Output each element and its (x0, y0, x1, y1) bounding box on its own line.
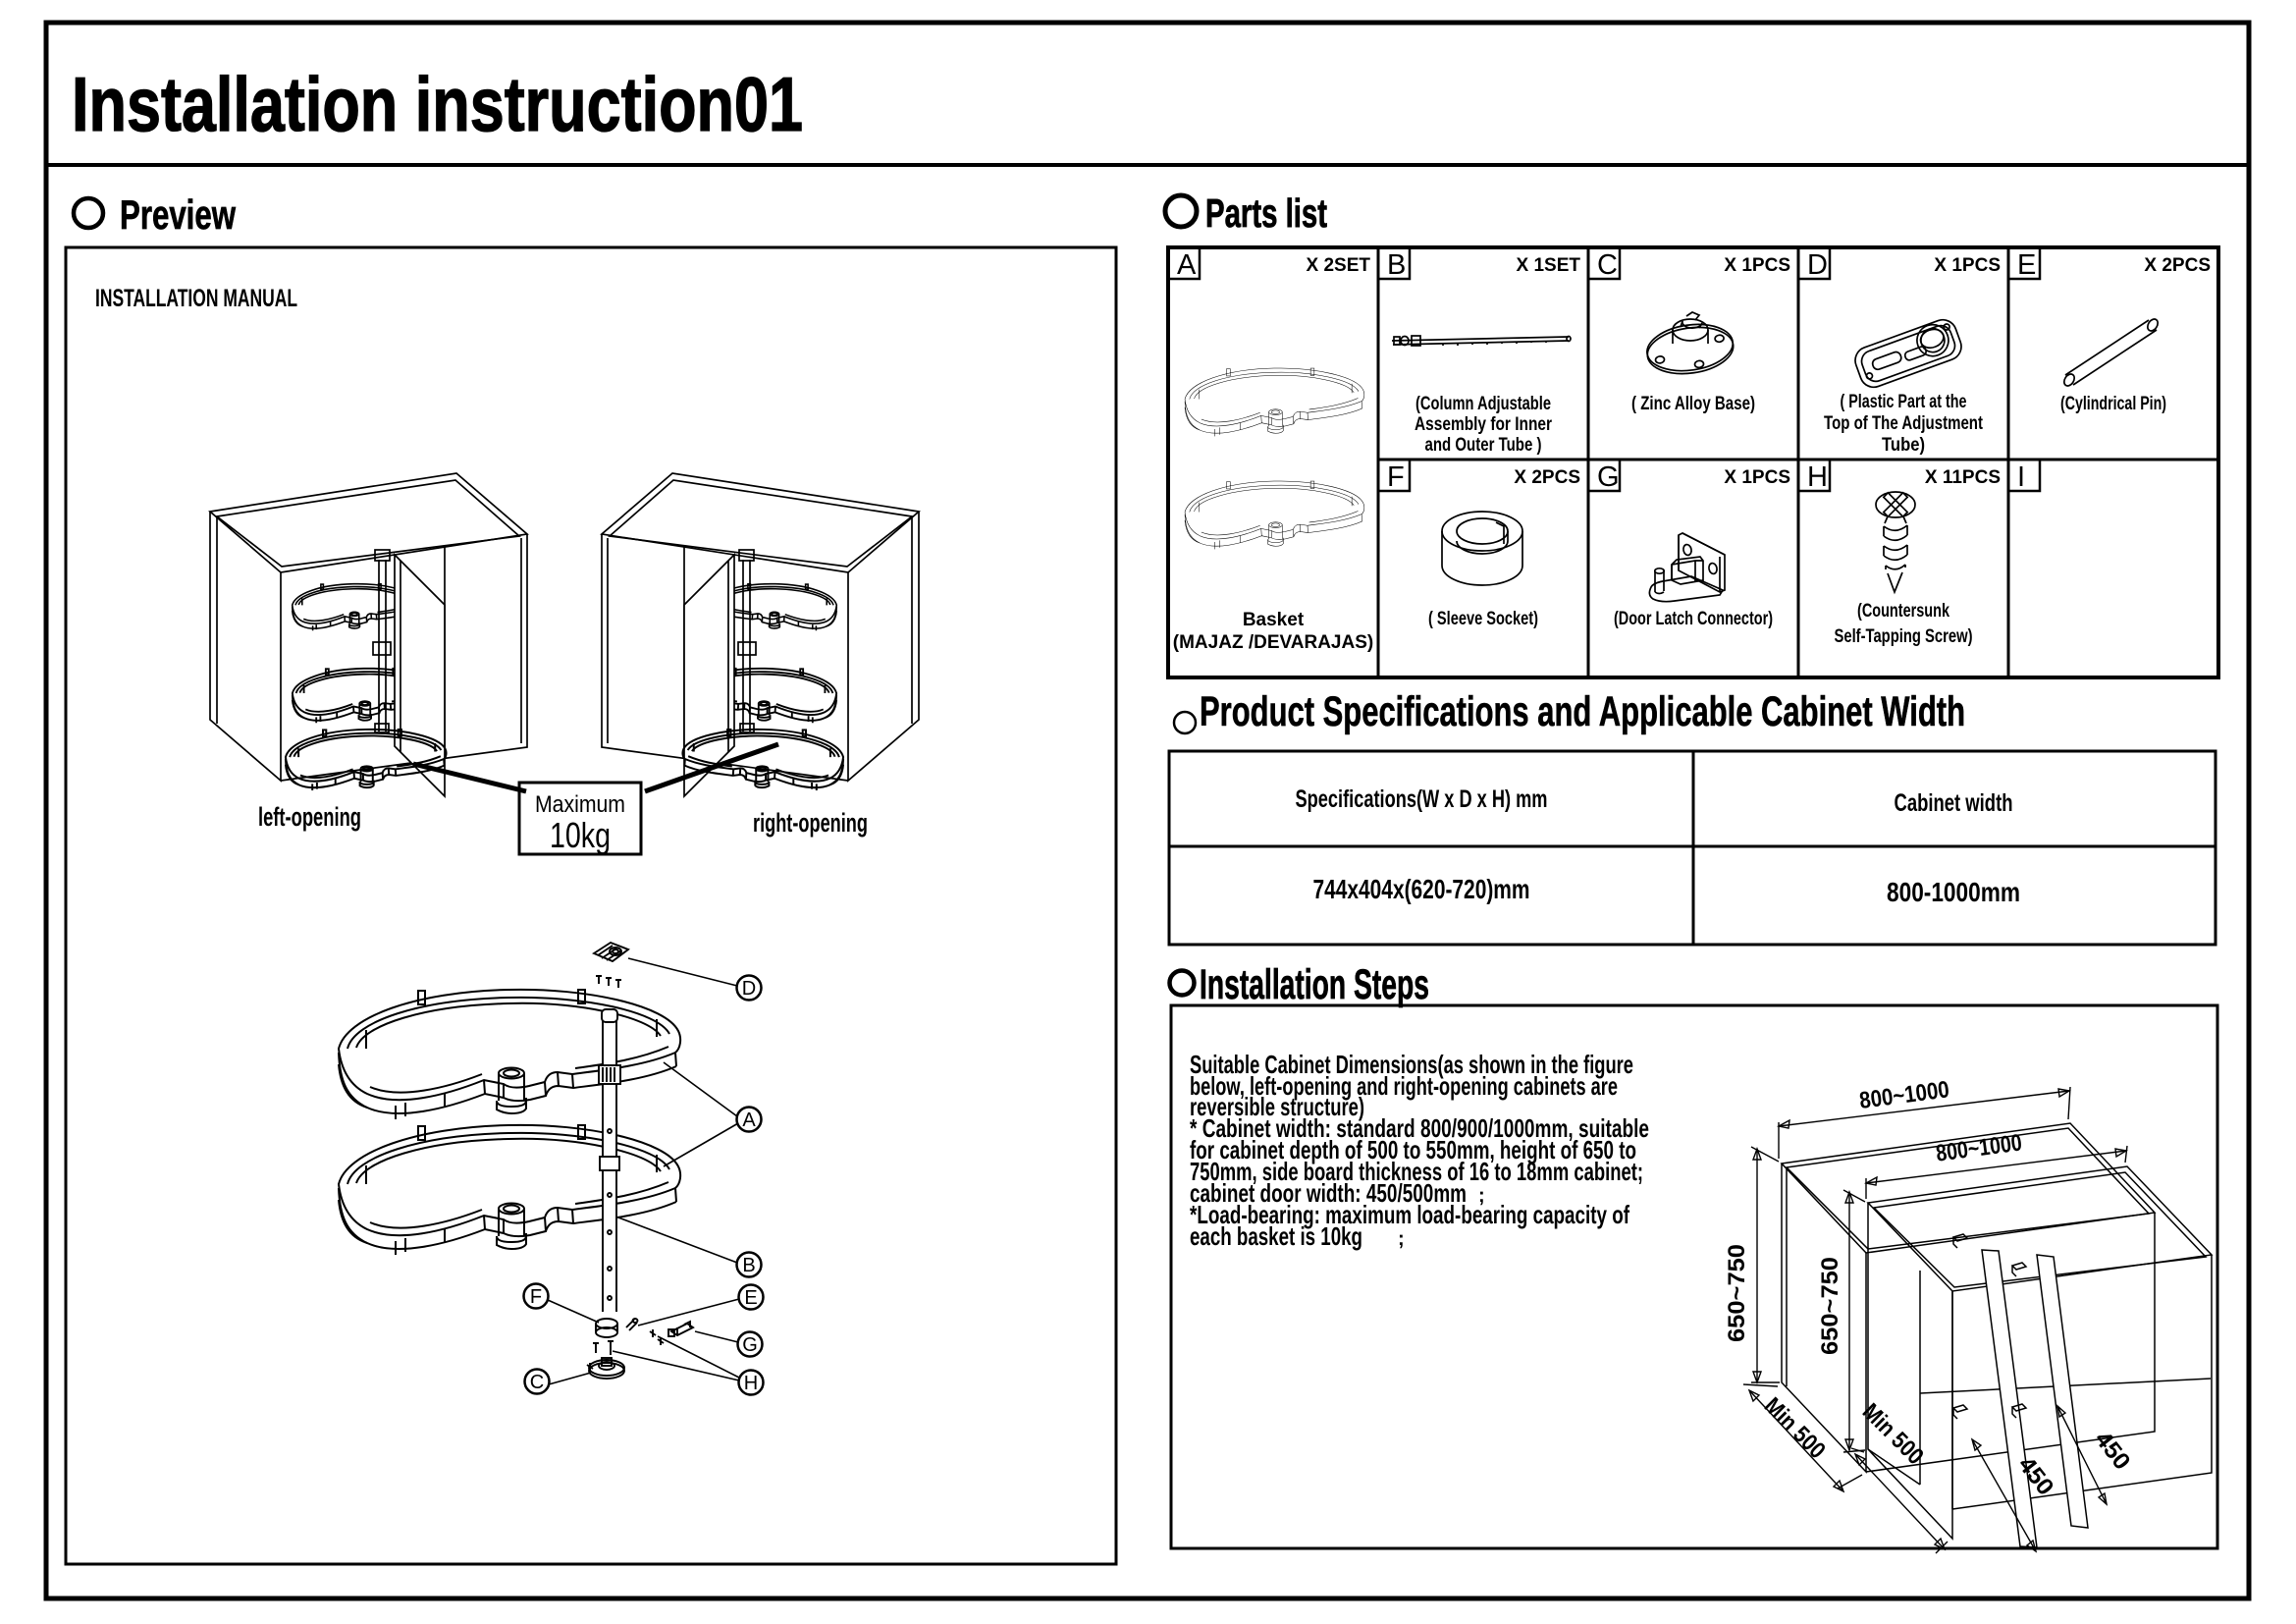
svg-text:*Load-bearing: maximum load-be: *Load-bearing: maximum load-bearing capa… (1190, 1200, 1629, 1229)
svg-text:F: F (530, 1286, 542, 1308)
svg-text:D: D (742, 978, 756, 1000)
svg-text:Specifications(W x D x H) mm: Specifications(W x D x H) mm (1296, 785, 1548, 813)
svg-text:( Plastic Part at the: ( Plastic Part at the (1841, 392, 1967, 412)
svg-text:(MAJAZ /DEVARAJAS): (MAJAZ /DEVARAJAS) (1173, 632, 1373, 653)
svg-text:Self-Tapping Screw): Self-Tapping Screw) (1835, 626, 1973, 647)
svg-text:( Zinc Alloy Base): ( Zinc Alloy Base) (1631, 394, 1755, 414)
svg-text:Installation Steps: Installation Steps (1200, 961, 1429, 1008)
svg-text:for cabinet depth of 500 to 55: for cabinet depth of 500 to 550mm, heigh… (1190, 1135, 1636, 1164)
svg-text:Suitable Cabinet Dimensions(as: Suitable Cabinet Dimensions(as shown in … (1190, 1050, 1633, 1079)
svg-text:Preview: Preview (120, 191, 236, 238)
svg-text:I: I (2017, 461, 2025, 493)
svg-text:C: C (530, 1372, 544, 1393)
svg-text:Top of The Adjustment: Top of The Adjustment (1824, 413, 1984, 434)
svg-text:(Countersunk: (Countersunk (1857, 601, 1949, 622)
svg-text:744x404x(620-720)mm: 744x404x(620-720)mm (1313, 874, 1530, 904)
svg-text:X 1PCS: X 1PCS (1934, 255, 2001, 276)
svg-text:Installation instruction01: Installation instruction01 (72, 61, 803, 147)
svg-text:left-opening: left-opening (258, 802, 361, 832)
svg-text:650~750: 650~750 (1817, 1257, 1843, 1355)
svg-text:X 1PCS: X 1PCS (1724, 255, 1790, 276)
svg-text:X 11PCS: X 11PCS (1925, 467, 2001, 488)
svg-text:each basket is 10kg: each basket is 10kg (1190, 1221, 1362, 1251)
svg-text:A: A (1177, 249, 1197, 281)
svg-text:X 1PCS: X 1PCS (1724, 467, 1790, 488)
svg-text:X 1SET: X 1SET (1517, 255, 1581, 276)
svg-text:right-opening: right-opening (753, 808, 868, 838)
svg-text:Product Specifications and App: Product Specifications and Applicable Ca… (1200, 688, 1965, 735)
svg-text:Tube): Tube) (1882, 435, 1925, 456)
svg-text:H: H (744, 1373, 758, 1394)
svg-text:X 2SET: X 2SET (1307, 255, 1371, 276)
svg-text:F: F (1387, 461, 1405, 493)
svg-text:;: ; (1398, 1228, 1405, 1250)
svg-text:650~750: 650~750 (1724, 1244, 1750, 1342)
svg-text:A: A (742, 1110, 756, 1131)
svg-text:E: E (2017, 249, 2036, 281)
svg-text:H: H (1807, 461, 1828, 493)
svg-text:and Outer Tube ): and Outer Tube ) (1425, 435, 1542, 456)
svg-text:C: C (1597, 249, 1618, 281)
svg-text:(Column Adjustable: (Column Adjustable (1415, 394, 1551, 414)
svg-text:G: G (742, 1334, 758, 1356)
svg-text:reversible structure): reversible structure) (1190, 1092, 1364, 1121)
svg-text:D: D (1807, 249, 1828, 281)
svg-text:Maximum: Maximum (535, 791, 625, 818)
svg-text:G: G (1597, 461, 1620, 493)
svg-text:X 2PCS: X 2PCS (2144, 255, 2211, 276)
svg-text:X 2PCS: X 2PCS (1514, 467, 1580, 488)
svg-text:(Cylindrical Pin): (Cylindrical Pin) (2060, 394, 2166, 414)
svg-text:;: ; (1478, 1185, 1485, 1207)
svg-text:* Cabinet width: standard 800/: * Cabinet width: standard 800/900/1000mm… (1190, 1113, 1649, 1143)
svg-text:10kg: 10kg (550, 815, 611, 855)
svg-text:800-1000mm: 800-1000mm (1887, 877, 2020, 907)
svg-text:below, left-opening and right-: below, left-opening and right-opening ca… (1190, 1071, 1618, 1101)
svg-text:Cabinet width: Cabinet width (1895, 789, 2013, 817)
svg-text:Parts list: Parts list (1205, 190, 1327, 236)
svg-text:( Sleeve Socket): ( Sleeve Socket) (1428, 609, 1538, 629)
svg-text:INSTALLATION MANUAL: INSTALLATION MANUAL (95, 285, 297, 312)
svg-text:cabinet door width: 450/500mm: cabinet door width: 450/500mm (1190, 1178, 1467, 1208)
svg-text:Basket: Basket (1243, 610, 1305, 630)
svg-text:B: B (1387, 249, 1406, 281)
svg-text:B: B (742, 1255, 755, 1276)
svg-text:(Door Latch Connector): (Door Latch Connector) (1614, 609, 1773, 629)
svg-text:Assembly for Inner: Assembly for Inner (1415, 414, 1552, 435)
svg-text:750mm, side board thickness of: 750mm, side board thickness of 16 to 18m… (1190, 1157, 1643, 1186)
svg-text:E: E (744, 1287, 757, 1309)
